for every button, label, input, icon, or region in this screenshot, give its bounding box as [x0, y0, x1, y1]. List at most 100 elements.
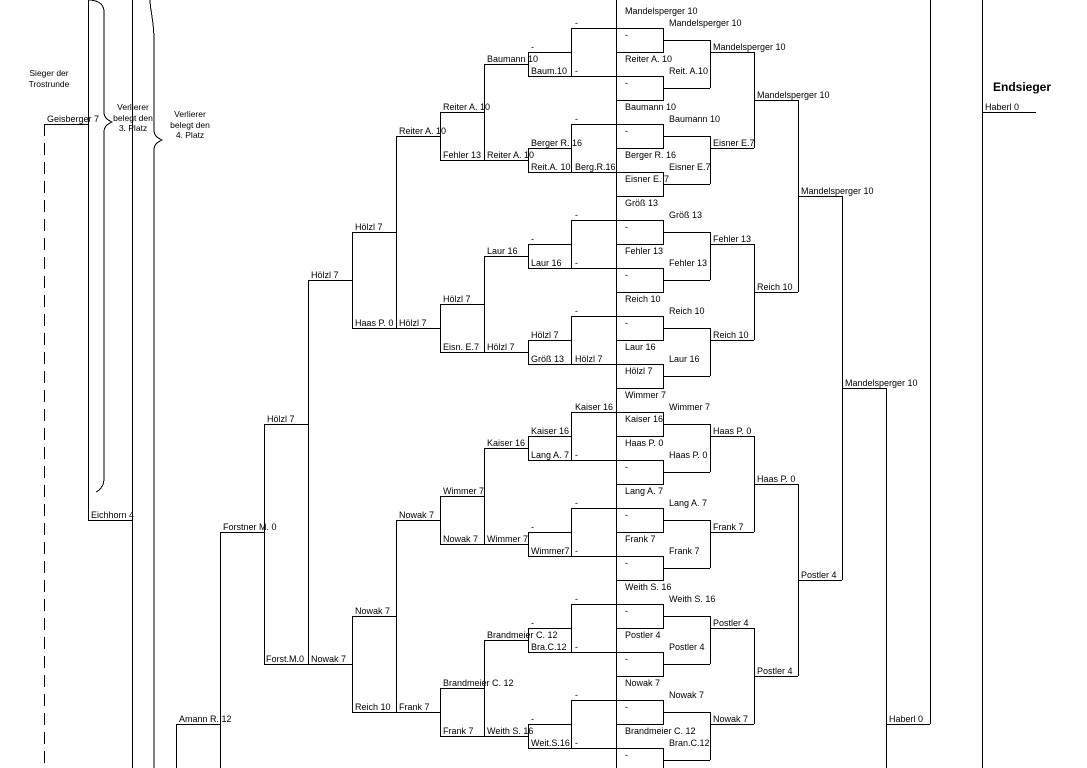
bracket-entry: Reich 10: [355, 702, 391, 712]
bracket-entry: Bran.C.12: [669, 738, 710, 748]
bracket-entry: Nowak 7: [311, 654, 347, 664]
bracket-entry: Hölzl 7: [531, 330, 559, 340]
bracket-entry: Postler 4: [801, 570, 837, 580]
bracket-entry: Wimmer 7: [487, 534, 528, 544]
bracket-entry: -: [575, 642, 578, 652]
final-winner-name: Haberl 0: [985, 102, 1020, 112]
bracket-entry: Eisner E. 7: [625, 174, 670, 184]
bracket-entry: Haas P. 0: [355, 318, 394, 328]
bracket-entry: Reiter A. 10: [443, 102, 491, 112]
bracket-entry: Baumann 10: [487, 54, 539, 64]
bracket-entry: -: [625, 702, 628, 712]
bracket-entry: Haberl 0: [889, 714, 924, 724]
bracket-entry: -: [625, 462, 628, 472]
bracket-entry: Reit.A. 10: [531, 162, 571, 172]
bracket-entry: -: [625, 78, 628, 88]
bracket-entry: Frank 7: [625, 534, 656, 544]
bracket-entry: Hölzl 7: [399, 318, 427, 328]
bracket-entry: -: [625, 750, 628, 760]
bracket-entry: -: [531, 234, 534, 244]
bracket-entry: Kaiser 16: [625, 414, 664, 424]
bracket-entry: Reiter A. 10: [399, 126, 447, 136]
bracket-entry: Hölzl 7: [487, 342, 515, 352]
bracket-entry: -: [575, 546, 578, 556]
bracket-entry: Fehler 13: [625, 246, 664, 256]
bracket-entry: Mandelsperger 10: [713, 42, 786, 52]
bracket-entry: -: [625, 654, 628, 664]
bracket-entry: Fehler 13: [443, 150, 482, 160]
bracket-entry: Wimmer 7: [443, 486, 484, 496]
final-winner-title: Endsieger: [993, 80, 1052, 94]
bracket-entry: Haas P. 0: [757, 474, 796, 484]
bracket-entry: Reiter A. 10: [625, 54, 673, 64]
bracket-entry: Mandelsperger 10: [845, 378, 918, 388]
bracket-entry: Lang A. 7: [669, 498, 708, 508]
bracket-entry: Haas P. 0: [713, 426, 752, 436]
bracket-entry: Nowak 7: [443, 534, 479, 544]
bracket-entry: -: [625, 558, 628, 568]
bracket-entry: Wimmer 7: [625, 390, 666, 400]
bracket-entry: Hölzl 7: [443, 294, 471, 304]
bracket-entry: Lang A. 7: [531, 450, 570, 460]
bracket-entry: Reiter A. 10: [487, 150, 535, 160]
bracket-entry: Nowak 7: [713, 714, 749, 724]
bracket-entry: Berger R. 16: [531, 138, 583, 148]
bracket-entry: -: [575, 450, 578, 460]
bracket-entry: Laur 16: [625, 342, 656, 352]
bracket-entry: Haas P. 0: [625, 438, 664, 448]
bracket-entry: -: [575, 18, 578, 28]
bracket-entry: Nowak 7: [399, 510, 435, 520]
bracket-entry: Laur 16: [669, 354, 700, 364]
bracket-entry: Mandelsperger 10: [801, 186, 874, 196]
bracket-entry: Reich 10: [757, 282, 793, 292]
bracket-entry: -: [625, 222, 628, 232]
bracket-entry: Forst.M.0: [266, 654, 305, 664]
bracket-entry: Eisner E.7: [669, 162, 711, 172]
bracket-entry: Laur 16: [487, 246, 518, 256]
bracket-entry: Reich 10: [669, 306, 705, 316]
consolation-final-entry: Eichhorn 4: [91, 510, 135, 520]
bracket-entry: Amann R. 12: [179, 714, 232, 724]
bracket-entry: -: [575, 498, 578, 508]
bracket-entry: Hölzl 7: [355, 222, 383, 232]
bracket-entry: Laur 16: [531, 258, 562, 268]
bracket-entry: Bra.C.12: [531, 642, 567, 652]
bracket-entry: -: [575, 66, 578, 76]
bracket-entry: Mandelsperger 10: [669, 18, 742, 28]
bracket-entry: -: [625, 318, 628, 328]
bracket-entry: Postler 4: [669, 642, 705, 652]
bracket-entry: -: [531, 618, 534, 628]
bracket-entry: Weith S. 16: [487, 726, 534, 736]
bracket-entry: Baumann 10: [625, 102, 677, 112]
bracket-entry: Frank 7: [443, 726, 474, 736]
bracket-entry: Frank 7: [669, 546, 700, 556]
bracket-entry: Kaiser 16: [531, 426, 570, 436]
bracket-entry: Postler 4: [757, 666, 793, 676]
bracket-entry: -: [625, 270, 628, 280]
bracket-entry: Wimmer7: [531, 546, 570, 556]
consolation-winner-name: Geisberger 7: [47, 114, 100, 124]
bracket-entry: -: [575, 690, 578, 700]
consolation-winner-note: Sieger der Trostrunde: [28, 68, 70, 89]
bracket-entry: Reit. A.10: [669, 66, 709, 76]
bracket-entry: Hölzl 7: [625, 366, 653, 376]
bracket-entry: Wimmer 7: [669, 402, 710, 412]
bracket-entry: -: [531, 42, 534, 52]
bracket-entry: Postler 4: [625, 630, 661, 640]
bracket-entry: -: [575, 114, 578, 124]
bracket-entry: Kaiser 16: [575, 402, 614, 412]
bracket-entry: Nowak 7: [669, 690, 705, 700]
bracket-entry: Mandelsperger 10: [757, 90, 830, 100]
bracket-entry: Forstner M. 0: [223, 522, 277, 532]
bracket-entry: -: [575, 210, 578, 220]
bracket-entry: Eisner E.7: [713, 138, 755, 148]
bracket-entry: Berg.R.16: [575, 162, 616, 172]
bracket-entry: Postler 4: [713, 618, 749, 628]
bracket-entry: Größ 13: [531, 354, 565, 364]
bracket-entry: -: [531, 714, 534, 724]
bracket-entry: Reich 10: [713, 330, 749, 340]
bracket-entry: Mandelsperger 10: [625, 6, 698, 16]
third-place-note: Verlierer belegt den 3. Platz: [113, 102, 153, 133]
bracket-entry: Größ 13: [669, 210, 703, 220]
